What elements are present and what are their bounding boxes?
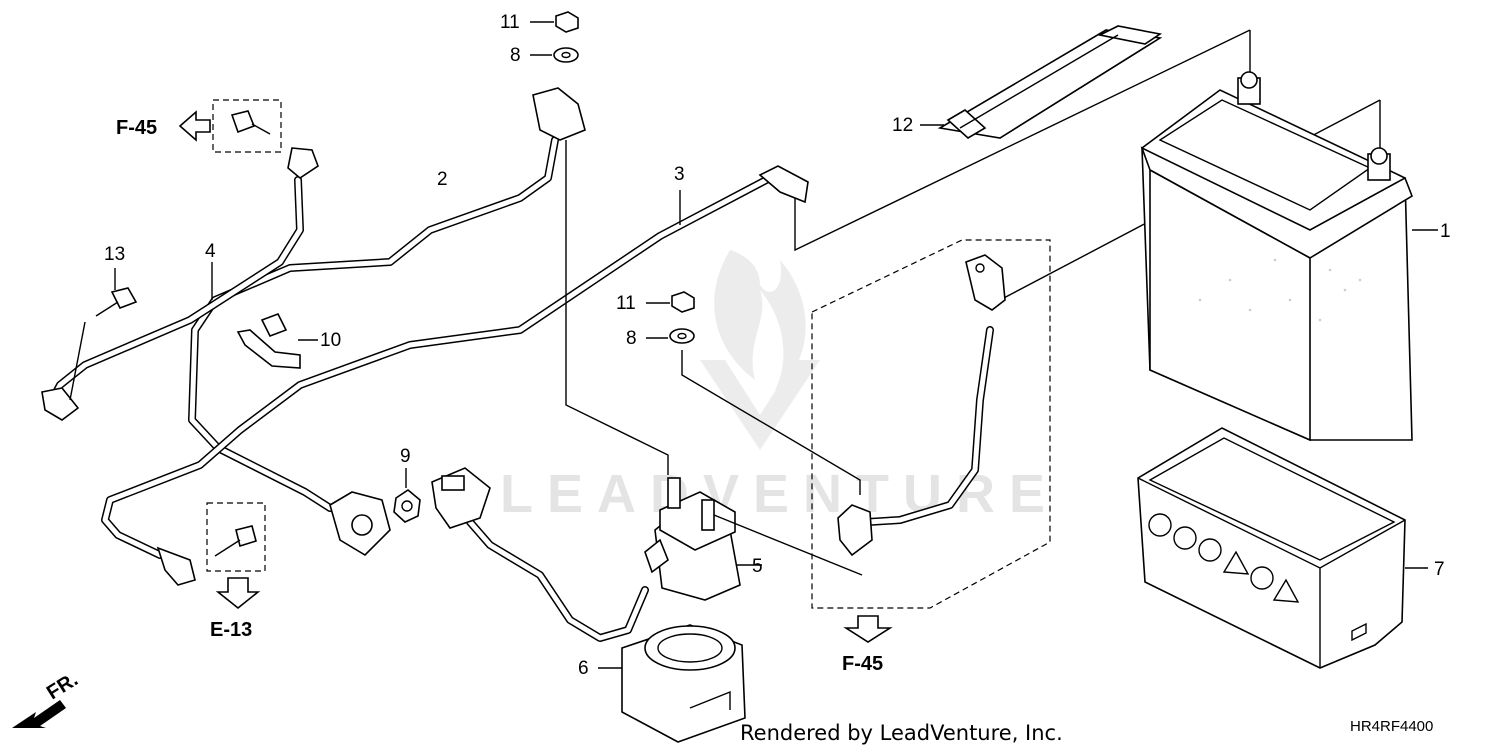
callout-5: 5 (752, 556, 763, 577)
relay-harness (431, 467, 649, 642)
part-7-battery-case (1137, 427, 1428, 669)
callout-8-upper: 8 (510, 45, 521, 66)
front-label: FR. (43, 669, 82, 705)
callout-3: 3 (674, 164, 685, 185)
ref-box-f45 (212, 99, 282, 153)
part-9-nut (393, 468, 421, 523)
arrow-f45-left (178, 110, 211, 142)
part-13-bolt (69, 268, 138, 401)
ref-f45-left: F-45 (116, 117, 157, 139)
part-6-relay-cover (598, 624, 746, 743)
ref-f45-bottom: F-45 (842, 653, 883, 675)
part-5-starter-relay (644, 477, 863, 601)
part-8-washer-upper (530, 47, 579, 63)
callout-9: 9 (400, 446, 411, 467)
part-11-nut-lower (646, 291, 695, 313)
callout-10: 10 (320, 330, 341, 351)
part-4-ground-cable (41, 147, 319, 421)
callout-1: 1 (1440, 221, 1451, 242)
callout-7: 7 (1434, 559, 1445, 580)
part-2-positive-cable (188, 87, 586, 557)
part-12-battery-band (920, 25, 1163, 139)
arrow-e13 (215, 577, 261, 610)
callout-2: 2 (437, 169, 448, 190)
callout-8-lower: 8 (626, 328, 637, 349)
rendered-by-caption: Rendered by LeadVenture, Inc. (740, 721, 1063, 745)
callout-12: 12 (892, 115, 913, 136)
front-direction-arrow (12, 700, 66, 728)
part-1-battery (1140, 71, 1438, 442)
callout-4: 4 (205, 241, 216, 262)
callout-6: 6 (578, 658, 589, 679)
ref-e13: E-13 (210, 619, 252, 641)
arrow-f45-bottom (843, 615, 893, 643)
callout-11-upper: 11 (500, 12, 520, 33)
sub-cable (837, 254, 1006, 557)
ref-box-f45-bottom (811, 239, 1051, 609)
callout-11-lower: 11 (616, 293, 636, 314)
part-11-nut-upper (530, 11, 579, 33)
part-8-washer-lower (646, 328, 695, 344)
ref-box-e13 (206, 502, 266, 572)
part-10-cable-tie (236, 312, 318, 369)
diagram-code: HR4RF4400 (1350, 718, 1433, 735)
callout-13: 13 (104, 244, 125, 265)
